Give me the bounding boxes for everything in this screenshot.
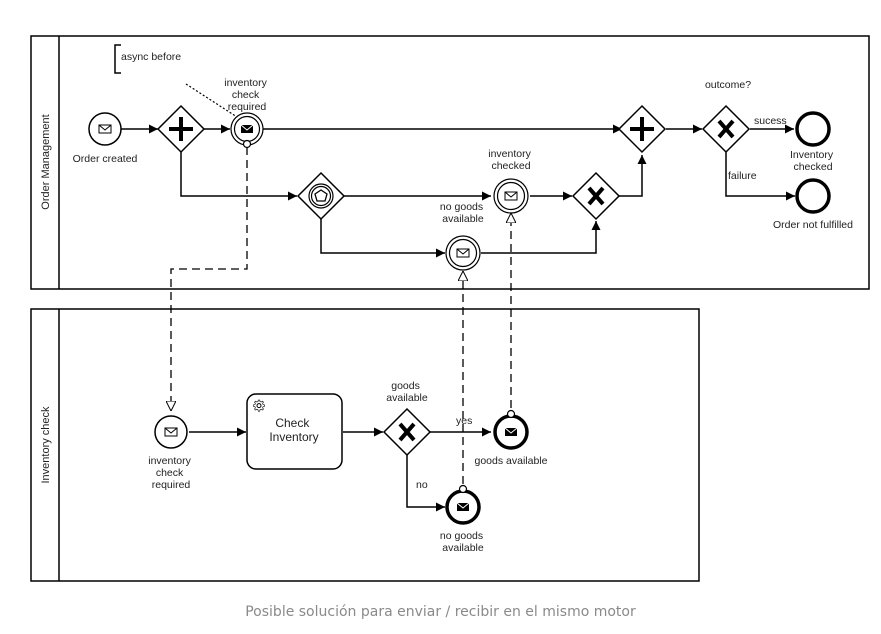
message-end-event-no-goods-available[interactable]: no goods available [440,484,486,555]
label-goods-available-gateway: goods available [386,380,428,404]
message-end-event-goods-available[interactable]: goods available [475,409,548,468]
label-no-goods-available-end: no goods available [440,530,486,554]
envelope-icon [98,124,112,134]
x-icon [717,119,735,139]
sequence-flows-order-management [121,124,795,258]
envelope-icon [456,248,470,258]
end-event-order-not-fulfilled[interactable]: Order not fulfilled [773,178,853,231]
parallel-gateway-join[interactable] [617,104,667,154]
pool-title-order-management: Order Management [40,114,52,209]
label-order-not-fulfilled: Order not fulfilled [773,219,853,231]
envelope-filled-icon [504,427,518,437]
flow-label-yes: yes [456,415,472,427]
intermediate-throw-inventory-check-required[interactable]: inventory check required [224,77,270,149]
parallel-gateway-split[interactable] [156,104,206,154]
envelope-icon [504,191,518,201]
annotation-text: async before [121,51,181,63]
x-icon [398,422,416,442]
label-order-created: Order created [73,153,138,165]
message-port-icon [458,484,468,494]
intermediate-catch-inventory-checked[interactable]: inventory checked [488,148,534,214]
label-inventory-checked: inventory checked [488,148,534,172]
sequence-flows-inventory-check [189,427,491,512]
label-inventory-check-required-start: inventory check required [148,455,194,491]
message-port-icon [506,409,516,419]
label-inventory-checked-end: Inventory checked [790,149,836,173]
annotation-async-before[interactable]: async before [114,44,238,118]
message-flows [171,147,511,484]
envelope-filled-icon [456,502,470,512]
message-port-icon [242,139,252,149]
plus-icon [630,117,654,141]
flow-label-no: no [416,479,428,491]
exclusive-gateway-goods-available[interactable]: goods available [382,380,432,457]
gear-icon [253,399,265,412]
label-no-goods-available-catch: no goods available [440,201,486,225]
label-outcome: outcome? [705,79,751,91]
service-task-check-inventory[interactable]: Check Inventory [246,393,343,470]
start-event-inventory-check-required[interactable]: inventory check required [148,415,194,491]
exclusive-gateway-merge[interactable] [571,171,621,221]
end-event-inventory-checked[interactable]: Inventory checked [790,111,836,173]
x-icon [587,186,605,206]
flow-label-success: sucess [754,115,787,127]
pool-inventory-check[interactable]: Inventory check [30,308,700,582]
envelope-icon [164,427,178,437]
start-event-order-created[interactable]: Order created [73,112,138,165]
label-inventory-check-required: inventory check required [224,77,270,113]
event-based-gateway[interactable] [296,171,346,221]
exclusive-gateway-outcome[interactable]: outcome? [701,79,751,154]
plus-icon [169,117,193,141]
intermediate-catch-no-goods-available[interactable]: no goods available [440,201,486,271]
label-check-inventory: Check Inventory [269,416,318,444]
pool-title-inventory-check: Inventory check [40,406,52,484]
envelope-filled-icon [240,124,254,134]
figure-caption: Posible solución para enviar / recibir e… [245,604,636,620]
pentagon-icon [314,189,328,202]
flow-label-failure: failure [728,170,757,182]
label-goods-available-end: goods available [475,455,548,467]
